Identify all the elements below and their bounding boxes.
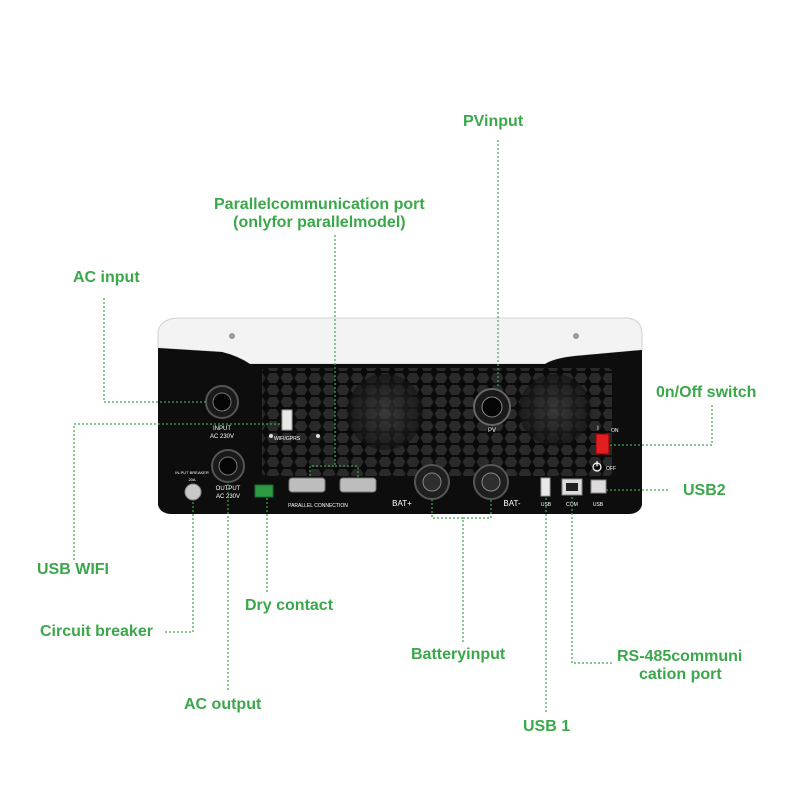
- callout-usb1: USB 1: [523, 718, 571, 735]
- leader-lines: [73, 140, 713, 712]
- on-off-switch: [595, 433, 610, 455]
- callout-rs485-line1: RS-485communi: [617, 648, 743, 665]
- panel-usb-b: USB: [593, 502, 604, 508]
- leader-circuit-breaker: [165, 500, 194, 633]
- panel-off: OFF: [606, 466, 616, 472]
- panel-parallel-connection: PARALLEL CONNECTION: [288, 503, 348, 509]
- callout-circuit-breaker: Circuit breaker: [40, 623, 153, 640]
- panel-wifi-gprs: WIFI/GPRS: [274, 436, 301, 442]
- callout-battery-input: Batteryinput: [411, 646, 506, 663]
- panel-input-voltage: AC 230V: [210, 434, 234, 440]
- circuit-breaker-knob: [184, 483, 202, 501]
- panel-pv: PV: [488, 428, 496, 434]
- leader-battery: [431, 499, 464, 642]
- fan-left: [347, 374, 423, 450]
- callout-pv-input: PVinput: [463, 113, 524, 130]
- callout-rs485-line2: cation port: [639, 666, 722, 683]
- usb1-port: [540, 477, 551, 497]
- callout-usb2: USB2: [683, 482, 726, 499]
- parallel-port-left: [288, 477, 326, 493]
- leader-rs485: [571, 495, 612, 664]
- callout-parallel-port-line1: Parallelcommunication port: [214, 196, 425, 213]
- parallel-port-right: [339, 477, 377, 493]
- cover-screw-left: [229, 333, 235, 339]
- cover-screw-right: [573, 333, 579, 339]
- callout-dry-contact: Dry contact: [245, 597, 334, 614]
- usb-wifi-port: [281, 409, 293, 431]
- panel-bat-plus: BAT+: [392, 499, 412, 508]
- callout-ac-output: AC output: [184, 696, 262, 713]
- panel-switch-on-mark: I: [597, 426, 599, 432]
- fan-right: [519, 374, 591, 446]
- usb2-port: [590, 479, 607, 494]
- leader-battery-2: [463, 499, 492, 519]
- leader-ac-input: [103, 298, 206, 403]
- panel-breaker-rating: 20A: [188, 477, 195, 482]
- panel-bat-minus: BAT-: [503, 499, 521, 508]
- callout-rs485: RS-485communi cation port: [617, 648, 742, 684]
- wifi-led-1: [269, 434, 273, 438]
- panel-input-label: INPUT: [213, 426, 231, 432]
- leader-usb-wifi: [73, 423, 282, 560]
- panel-breaker: IN-PUT BREAKER: [175, 470, 209, 475]
- wifi-led-2: [316, 434, 320, 438]
- callout-ac-input: AC input: [73, 269, 140, 286]
- callout-on-off-switch: 0n/Off switch: [656, 384, 757, 401]
- panel-on: ON: [611, 428, 619, 434]
- dry-contact-terminal: [254, 484, 274, 498]
- panel-usb-a: USB: [541, 502, 552, 508]
- leader-on-off: [609, 405, 713, 446]
- callout-usb-wifi: USB WIFI: [37, 561, 109, 578]
- callout-parallel-port: Parallelcommunication port (onlyfor para…: [214, 196, 425, 232]
- callout-parallel-port-line2: (onlyfor parallelmodel): [233, 214, 406, 231]
- leader-parallel: [309, 235, 336, 478]
